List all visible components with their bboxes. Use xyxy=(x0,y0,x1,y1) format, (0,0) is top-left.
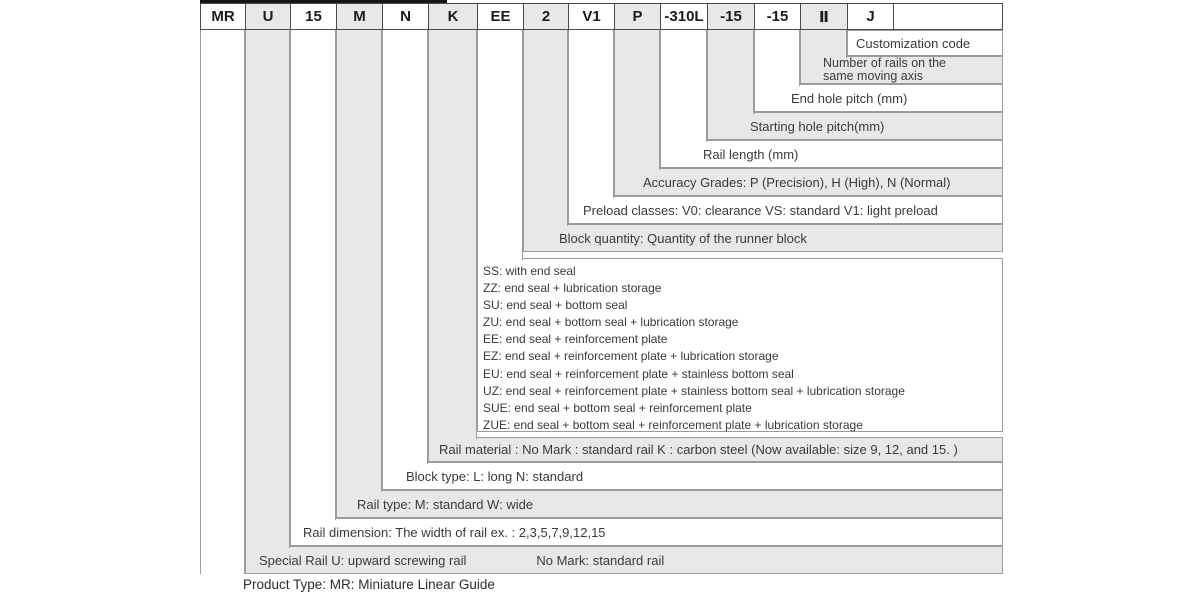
product-type-label: Product Type: MR: Miniature Linear Guide xyxy=(243,577,495,592)
legend-band-4: Block type: L: long N: standard xyxy=(382,462,1003,490)
seal-type-line-5: EZ: end seal + reinforcement plate + lub… xyxy=(483,349,779,364)
header-code-empty xyxy=(893,3,1003,30)
seal-type-line-6: EU: end seal + reinforcement plate + sta… xyxy=(483,366,794,381)
legend-connector-3 xyxy=(336,30,382,492)
legend-band-3: Rail type: M: standard W: wide xyxy=(336,490,1003,518)
band-label-line: same moving axis xyxy=(823,69,924,83)
band-label: End hole pitch (mm) xyxy=(791,90,908,106)
header-code-K: K xyxy=(428,3,477,30)
legend-band-7: Block quantity: Quantity of the runner b… xyxy=(523,224,1003,252)
band-label: Rail dimension: The width of rail ex. : … xyxy=(303,524,606,540)
legend-connector-2 xyxy=(290,30,336,520)
legend-connector-8 xyxy=(568,30,614,198)
header-code-V1: V1 xyxy=(568,3,614,30)
seal-type-line-4: EE: end seal + reinforcement plate xyxy=(483,332,668,347)
seal-type-line-1: ZZ: end seal + lubrication storage xyxy=(483,281,662,296)
header-code-EE: EE xyxy=(477,3,523,30)
legend-connector-7 xyxy=(523,30,568,226)
seal-type-line-0: SS: with end seal xyxy=(483,264,576,278)
seal-type-line-9: ZUE: end seal + bottom seal + reinforcem… xyxy=(483,417,863,432)
legend-connector-12 xyxy=(754,30,800,86)
legend-band-8: Preload classes: V0: clearance VS: stand… xyxy=(568,196,1003,224)
header-code--15: -15 xyxy=(707,3,754,30)
header-code--15: -15 xyxy=(754,3,800,30)
header-code--310L: -310L xyxy=(660,3,707,30)
legend-band-5: Rail material : No Mark : standard rail … xyxy=(428,437,1003,462)
legend-band-12: End hole pitch (mm) xyxy=(754,84,1003,112)
legend-band-10: Rail length (mm) xyxy=(660,140,1003,168)
header-code-15: 15 xyxy=(290,3,336,30)
band-label: Accuracy Grades: P (Precision), H (High)… xyxy=(643,174,951,190)
seal-type-line-8: SUE: end seal + bottom seal + reinforcem… xyxy=(483,400,752,415)
band-label-line: Number of rails on the xyxy=(823,56,946,70)
legend-connector-5 xyxy=(428,30,477,439)
band-label: Customization code xyxy=(856,35,971,51)
band-label: Block quantity: Quantity of the runner b… xyxy=(559,230,807,246)
legend-band-11: Starting hole pitch(mm) xyxy=(707,112,1003,140)
legend-connector-11 xyxy=(707,30,754,114)
band-label: Rail length (mm) xyxy=(703,146,799,162)
legend-connector-4 xyxy=(382,30,428,464)
band-label-secondary: No Mark: standard rail xyxy=(536,552,665,568)
legend-connector-9 xyxy=(614,30,660,170)
header-code-Ⅱ: Ⅱ xyxy=(800,3,847,30)
header-code-J: J xyxy=(847,3,893,30)
header-code-2: 2 xyxy=(523,3,568,30)
seal-type-line-7: UZ: end seal + reinforcement plate + sta… xyxy=(483,383,905,398)
header-code-U: U xyxy=(245,3,290,30)
legend-band-9: Accuracy Grades: P (Precision), H (High)… xyxy=(614,168,1003,196)
band-label: Starting hole pitch(mm) xyxy=(750,118,885,134)
band-label: Rail type: M: standard W: wide xyxy=(357,496,534,512)
seal-type-line-2: SU: end seal + bottom seal xyxy=(483,298,628,313)
legend-connector-10 xyxy=(660,30,707,142)
seal-type-line-3: ZU: end seal + bottom seal + lubrication… xyxy=(483,315,739,330)
header-code-M: M xyxy=(336,3,382,30)
band-label: Rail material : No Mark : standard rail … xyxy=(439,442,958,457)
legend-band-14: Customization code xyxy=(847,30,1003,56)
band-label: Block type: L: long N: standard xyxy=(406,468,584,484)
top-crop-line xyxy=(200,0,447,3)
band-label: Preload classes: V0: clearance VS: stand… xyxy=(583,202,938,218)
legend-connector-0 xyxy=(200,30,245,574)
header-code-N: N xyxy=(382,3,428,30)
legend-band-2: Rail dimension: The width of rail ex. : … xyxy=(290,518,1003,546)
legend-connector-13 xyxy=(800,30,847,58)
header-code-MR: MR xyxy=(200,3,245,30)
legend-connector-1 xyxy=(245,30,290,548)
legend-connector-6 xyxy=(477,30,523,260)
header-code-P: P xyxy=(614,3,660,30)
